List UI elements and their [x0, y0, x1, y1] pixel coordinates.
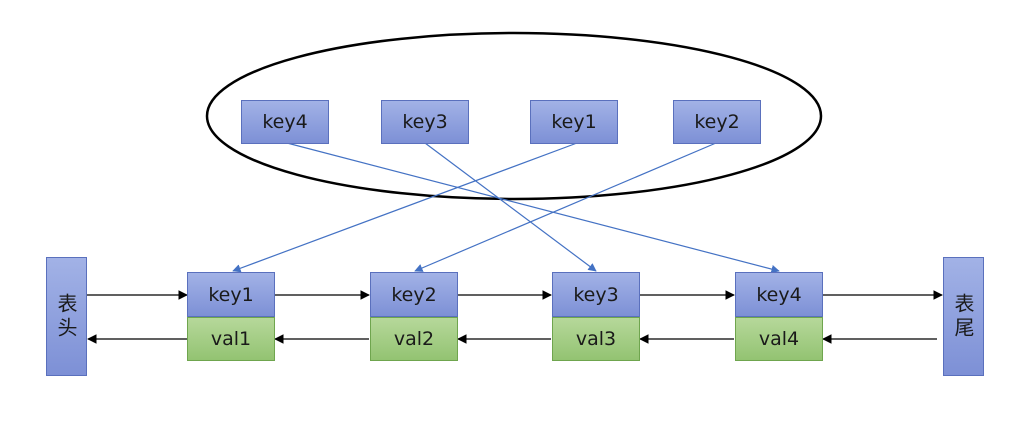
- pointer-key3: [424, 142, 597, 272]
- list-head-node: 表头: [46, 257, 87, 376]
- hash-key-box: key4: [241, 100, 329, 144]
- list-tail-node: 表尾: [943, 257, 984, 376]
- hash-index-ellipse: [205, 31, 823, 201]
- pointer-key2: [414, 142, 717, 272]
- node-key: key1: [187, 272, 275, 317]
- node-key: key3: [552, 272, 640, 317]
- hash-key-box: key3: [381, 100, 469, 144]
- node-key: key4: [735, 272, 823, 317]
- node-val: val2: [370, 317, 458, 361]
- node-key: key2: [370, 272, 458, 317]
- pointer-key1: [232, 142, 578, 273]
- pointer-key4: [286, 142, 780, 274]
- node-val: val1: [187, 317, 275, 361]
- hash-key-box: key2: [673, 100, 761, 144]
- node-val: val4: [735, 317, 823, 361]
- node-val: val3: [552, 317, 640, 361]
- hash-key-box: key1: [530, 100, 618, 144]
